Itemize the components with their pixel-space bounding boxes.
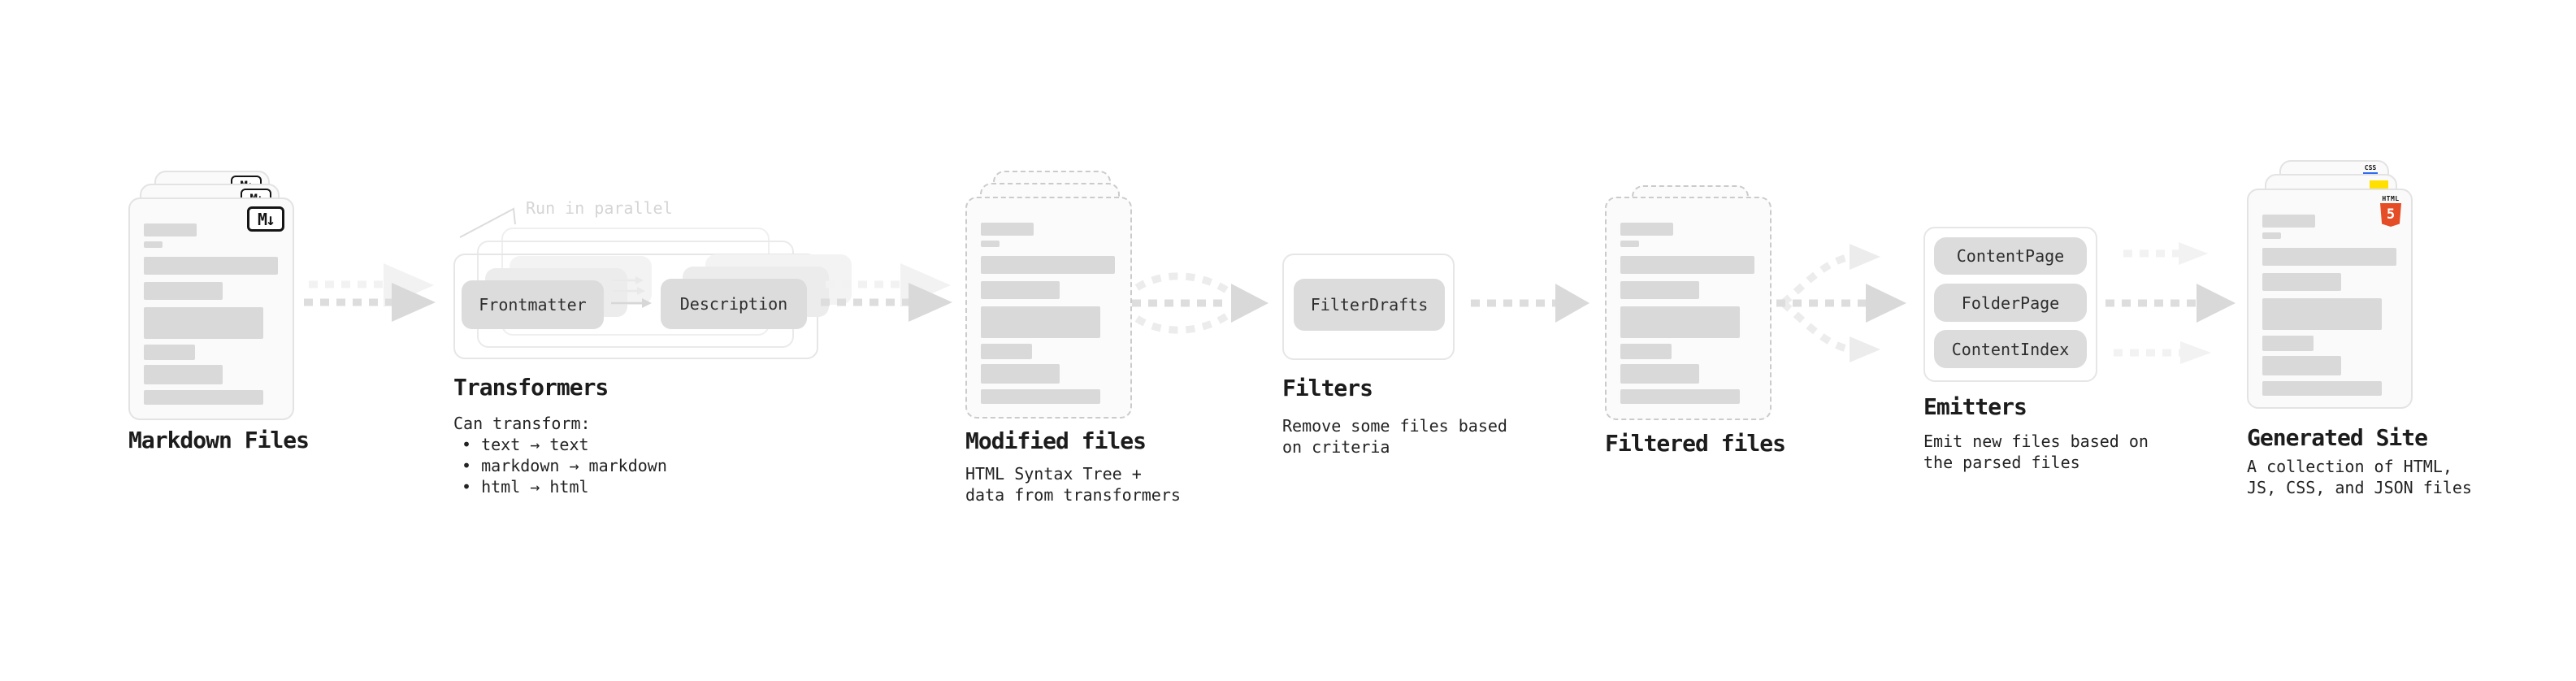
caption-line: the parsed files <box>1923 453 2080 472</box>
emitter-node-contentpage: ContentPage <box>1934 237 2087 275</box>
caption-line: data from transformers <box>965 485 1181 505</box>
caption-line: on criteria <box>1282 437 1390 457</box>
caption-line: Remove some files based <box>1282 416 1507 436</box>
file-card: HTML 5 <box>2247 189 2413 409</box>
transformer-node-description: Description <box>661 279 807 329</box>
flow-arrow-markdown-to-transformers <box>304 263 436 322</box>
parallel-arrows-icon <box>611 276 652 308</box>
stage-label-emitters: Emitters <box>1923 393 2027 420</box>
flow-arrow-transformers-to-modified <box>821 263 952 322</box>
caption-line: HTML Syntax Tree + <box>965 464 1142 484</box>
flow-arrow-modified-to-filters <box>1132 272 1268 334</box>
markdown-icon: M↓ <box>247 206 284 232</box>
filters-box <box>1282 254 1455 360</box>
filters-caption: Remove some files based on criteria <box>1282 415 1507 458</box>
caption-bullet: • html → html <box>462 477 589 497</box>
modified-caption: HTML Syntax Tree + data from transformer… <box>965 463 1181 505</box>
caption-line: Emit new files based on <box>1923 432 2149 451</box>
stage-label-transformers: Transformers <box>453 374 609 401</box>
annotation-run-in-parallel: Run in parallel <box>526 198 673 218</box>
site-caption: A collection of HTML, JS, CSS, and JSON … <box>2247 456 2472 498</box>
transformers-caption: Can transform: • text → text • markdown … <box>453 413 667 497</box>
js-icon <box>2370 180 2388 189</box>
file-content-lines <box>1620 223 1754 404</box>
file-card <box>1605 197 1772 420</box>
emitters-box <box>1923 227 2097 382</box>
stage-label-markdown-files: Markdown Files <box>128 427 310 453</box>
caption-bullet: • text → text <box>462 435 589 454</box>
filter-node-filterdrafts: FilterDrafts <box>1294 279 1445 331</box>
stage-label-modified-files: Modified files <box>965 427 1147 454</box>
file-card: M↓ <box>128 197 294 420</box>
caption-line: A collection of HTML, <box>2247 457 2452 476</box>
flow-arrow-emitters-to-site <box>2105 242 2236 364</box>
emitter-node-contentindex: ContentIndex <box>1934 330 2087 368</box>
flow-arrow-filtered-to-emitters <box>1776 244 1906 362</box>
file-content-lines <box>144 223 278 405</box>
emitters-caption: Emit new files based on the parsed files <box>1923 431 2149 473</box>
stage-label-filters: Filters <box>1282 375 1373 401</box>
file-card <box>965 197 1132 419</box>
caption-line: Can transform: <box>453 414 591 433</box>
annotation-leader-line <box>459 207 516 238</box>
file-content-lines <box>2262 215 2396 396</box>
html5-icon: HTML 5 <box>2379 195 2403 227</box>
transformer-node-frontmatter: Frontmatter <box>462 280 604 329</box>
caption-line: JS, CSS, and JSON files <box>2247 478 2472 497</box>
caption-bullet: • markdown → markdown <box>462 456 667 475</box>
stage-label-generated-site: Generated Site <box>2247 424 2428 451</box>
stage-label-filtered-files: Filtered files <box>1605 430 1786 457</box>
flow-arrow-filters-to-filtered <box>1471 284 1589 323</box>
emitter-node-folderpage: FolderPage <box>1934 284 2087 322</box>
file-content-lines <box>981 223 1115 404</box>
